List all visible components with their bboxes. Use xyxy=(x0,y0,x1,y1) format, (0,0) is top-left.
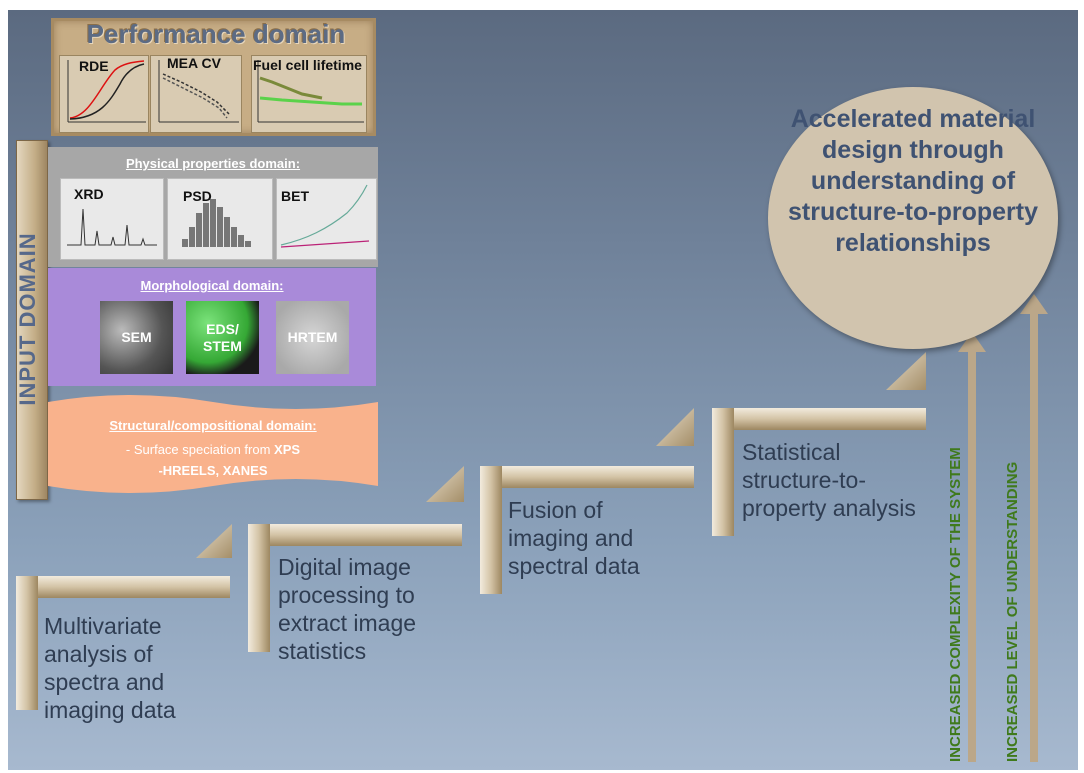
sem-label: SEM xyxy=(121,329,152,346)
psd-label: PSD xyxy=(183,188,212,204)
goal-circle xyxy=(768,87,1058,349)
rde-curves xyxy=(67,60,146,123)
understanding-label: INCREASED LEVEL OF UNDERSTANDING xyxy=(1004,461,1021,762)
xrd-label: XRD xyxy=(74,186,104,202)
step-bracket-3 xyxy=(480,466,694,594)
complexity-arrow xyxy=(958,332,986,762)
hrtem-label: HRTEM xyxy=(287,329,338,346)
step-triangle-2 xyxy=(426,466,464,502)
complexity-label: INCREASED COMPLEXITY OF THE SYSTEM xyxy=(947,447,964,762)
sem-image: SEM xyxy=(100,301,173,374)
understanding-arrow xyxy=(1020,294,1048,762)
structural-line-1-xps: XPS xyxy=(274,442,301,457)
step-triangle-4 xyxy=(886,352,926,390)
step-triangle-1 xyxy=(196,524,232,558)
hrtem-image: HRTEM xyxy=(276,301,349,374)
bet-isotherms xyxy=(280,184,370,248)
step-triangle-3 xyxy=(656,408,694,446)
fuel-cell-lifetime-label: Fuel cell lifetime xyxy=(253,57,362,73)
step-1-text: Multivariate analysis of spectra and ima… xyxy=(44,613,176,723)
mea-cv-label: MEA CV xyxy=(167,55,221,71)
eds-stem-image: EDS/ STEM xyxy=(186,301,259,374)
step-2-text: Digital image processing to extract imag… xyxy=(278,554,417,664)
step-bracket-2 xyxy=(248,524,462,652)
structural-title: Structural/compositional domain: xyxy=(109,418,317,433)
step-bracket-1 xyxy=(16,576,230,710)
step-4-text: Statistical structure-to-property analys… xyxy=(742,439,916,521)
structural-line-1-prefix: - Surface speciation from xyxy=(125,442,275,457)
rde-plot xyxy=(59,55,149,133)
rde-label: RDE xyxy=(79,58,109,74)
physical-properties-title: Physical properties domain: xyxy=(125,156,301,171)
step-bracket-4 xyxy=(712,408,926,536)
psd-plot xyxy=(167,178,273,260)
morphological-title: Morphological domain: xyxy=(140,278,284,293)
fuel-cell-lifetime-plot xyxy=(251,55,367,133)
goal-text: Accelerated material design through unde… xyxy=(788,105,1039,257)
mea-cv-plot xyxy=(150,55,242,133)
xrd-plot xyxy=(60,178,164,260)
input-domain-bar xyxy=(16,140,48,500)
performance-domain-title: Performance domain xyxy=(86,19,346,49)
structural-box xyxy=(48,395,378,493)
psd-histogram xyxy=(182,199,251,247)
structural-line-1: - Surface speciation from XPS xyxy=(48,442,378,457)
bet-plot xyxy=(276,178,377,260)
mea-cv-curves xyxy=(158,60,239,123)
xrd-pattern xyxy=(67,208,157,246)
fuel-cell-lifetime-curves xyxy=(257,60,364,123)
bet-label: BET xyxy=(281,188,309,204)
eds-stem-label: EDS/ STEM xyxy=(203,320,242,354)
step-3-text: Fusion of imaging and spectral data xyxy=(508,497,640,579)
structural-line-2: -HREELS, XANES xyxy=(158,463,268,478)
